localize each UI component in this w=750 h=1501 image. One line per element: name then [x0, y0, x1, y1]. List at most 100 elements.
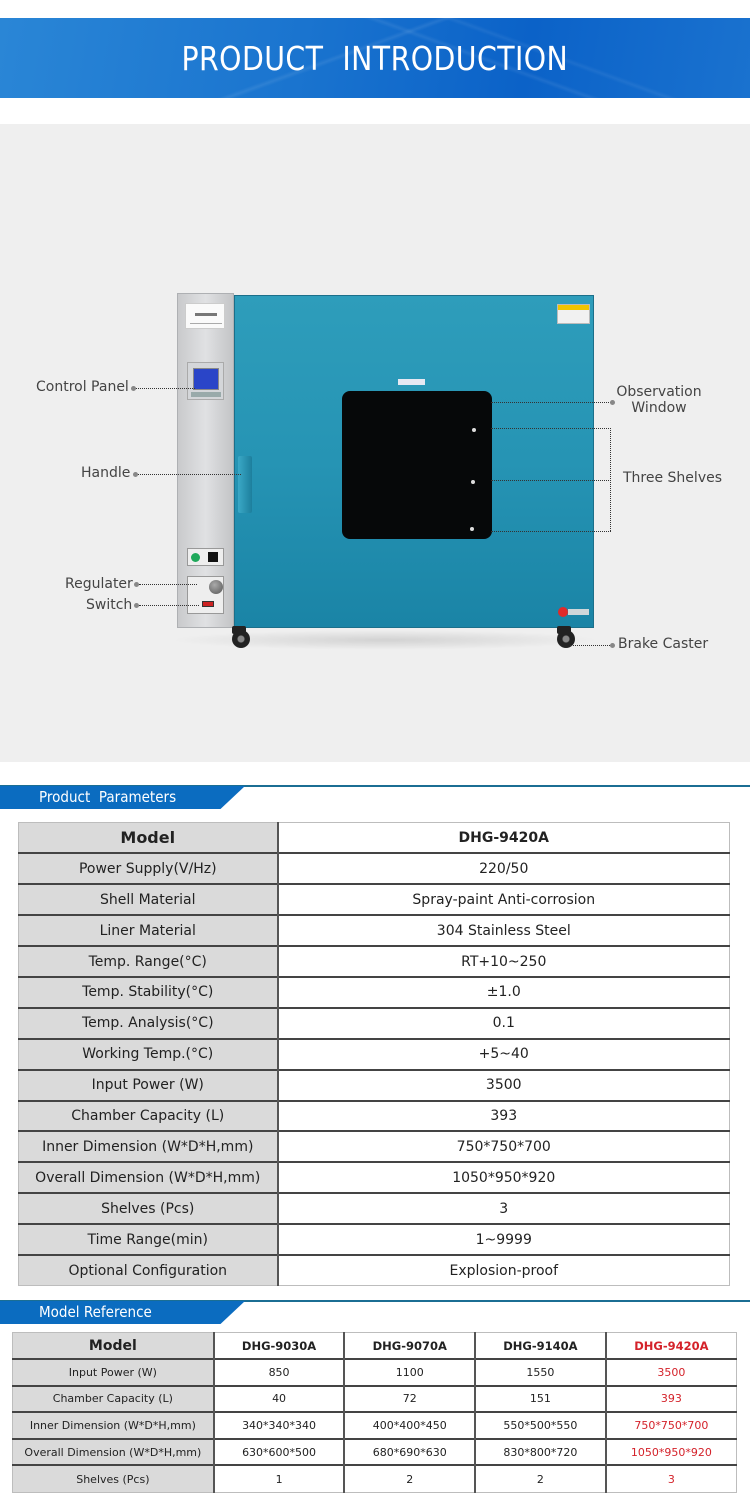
callout-dot — [610, 643, 615, 648]
brand-logo-icon — [558, 607, 568, 617]
header-label: Model — [11, 1332, 215, 1360]
param-label: Working Temp.(°C) — [18, 1037, 279, 1071]
param-value: 1050*950*920 — [277, 1161, 730, 1194]
leader-line — [491, 428, 611, 429]
param-label: Time Range(min) — [18, 1223, 279, 1256]
param-label: Temp. Analysis(°C) — [18, 1006, 279, 1040]
table-row: Chamber Capacity (L) 40 72 151 393 — [11, 1384, 737, 1413]
cell-value: 630*600*500 — [213, 1437, 346, 1466]
table-row: Shelves (Pcs)3 — [18, 1192, 730, 1225]
table-row: Temp. Analysis(°C)0.1 — [18, 1006, 730, 1040]
param-label: Optional Configuration — [18, 1253, 279, 1287]
leader-line — [491, 480, 611, 481]
cell-value: 2 — [474, 1464, 607, 1493]
model-column-header: DHG-9030A — [213, 1332, 346, 1360]
model-column-header: DHG-9070A — [343, 1332, 477, 1360]
callout-switch: Switch — [86, 597, 133, 613]
callout-dot — [131, 386, 136, 391]
table-row: Input Power (W)3500 — [18, 1068, 730, 1102]
section-title: Product Parameters — [39, 788, 177, 806]
leader-line — [139, 605, 199, 606]
table-row: Input Power (W) 850 1100 1550 3500 — [11, 1358, 737, 1387]
switch-indicator-icon — [202, 601, 214, 607]
table-row: Inner Dimension (W*D*H,mm) 340*340*340 4… — [11, 1411, 737, 1440]
param-value: 3 — [277, 1192, 730, 1225]
section-header-model-reference: Model Reference — [0, 1301, 245, 1324]
leader-line — [139, 584, 197, 585]
cell-value: 2 — [343, 1464, 477, 1493]
callout-dot — [134, 603, 139, 608]
callout-brake-caster: Brake Caster — [618, 636, 709, 652]
param-value: 304 Stainless Steel — [277, 914, 730, 947]
table-row: Time Range(min)1~9999 — [18, 1223, 730, 1256]
leader-line — [570, 645, 610, 646]
warning-label-icon — [557, 304, 590, 324]
param-value: RT+10~250 — [277, 945, 730, 978]
side-control-panel — [177, 293, 234, 628]
callout-dot — [134, 582, 139, 587]
param-value: 393 — [277, 1099, 730, 1132]
cell-value: 850 — [213, 1358, 346, 1387]
regulator-knob-icon — [209, 580, 223, 594]
table-row: Shelves (Pcs) 1 2 2 3 — [11, 1464, 737, 1493]
param-label: Temp. Range(°C) — [18, 945, 279, 978]
row-label: Inner Dimension (W*D*H,mm) — [11, 1411, 215, 1440]
bracket-line — [610, 428, 611, 531]
cell-value: 550*500*550 — [474, 1411, 607, 1440]
param-value: 750*750*700 — [277, 1130, 730, 1163]
cell-value: 680*690*630 — [343, 1437, 477, 1466]
param-value: 220/50 — [277, 852, 730, 885]
leader-line — [138, 474, 241, 475]
cell-value: 830*800*720 — [474, 1437, 607, 1466]
leader-line — [491, 402, 611, 403]
param-value: 0.1 — [277, 1006, 730, 1040]
shelf-marker — [470, 527, 474, 531]
callout-observation-line1: Observation — [616, 384, 702, 400]
callout-observation-window: Observation Window — [614, 384, 704, 416]
indicator-light-icon — [191, 553, 200, 562]
row-label: Overall Dimension (W*D*H,mm) — [11, 1437, 215, 1466]
cell-value: 151 — [474, 1384, 607, 1413]
model-column-header-highlighted: DHG-9420A — [605, 1332, 737, 1360]
cell-value: 1100 — [343, 1358, 477, 1387]
param-label: Power Supply(V/Hz) — [18, 852, 279, 885]
param-label: Temp. Stability(°C) — [18, 975, 279, 1009]
shelf-marker — [472, 428, 476, 432]
oven-shadow — [170, 630, 600, 650]
lcd-screen — [193, 368, 219, 390]
param-label: Overall Dimension (W*D*H,mm) — [18, 1161, 279, 1194]
callout-observation-line2: Window — [631, 400, 687, 416]
param-value: 1~9999 — [277, 1223, 730, 1256]
table-row: Power Supply(V/Hz)220/50 — [18, 852, 730, 885]
callout-three-shelves: Three Shelves — [623, 470, 723, 486]
shelf-marker — [471, 480, 475, 484]
table-row: Overall Dimension (W*D*H,mm) 630*600*500… — [11, 1437, 737, 1466]
callout-regulater: Regulater — [65, 576, 133, 592]
param-value: ±1.0 — [277, 975, 730, 1009]
parameters-table: Model DHG-9420A Power Supply(V/Hz)220/50… — [18, 822, 730, 1287]
table-row: Working Temp.(°C)+5~40 — [18, 1037, 730, 1071]
cell-value: 400*400*450 — [343, 1411, 477, 1440]
section-rule — [0, 785, 750, 787]
power-switch-box — [187, 548, 224, 566]
callout-dot — [133, 472, 138, 477]
callout-control-panel: Control Panel — [36, 379, 129, 395]
section-title: Model Reference — [39, 1303, 152, 1321]
oven-door — [234, 295, 594, 628]
observation-window — [342, 391, 492, 539]
param-value: 3500 — [277, 1068, 730, 1102]
callout-handle: Handle — [81, 465, 131, 481]
cell-value: 72 — [343, 1384, 477, 1413]
title-banner: PRODUCT INTRODUCTION — [0, 18, 750, 98]
table-row: Overall Dimension (W*D*H,mm)1050*950*920 — [18, 1161, 730, 1194]
banner-title: PRODUCT INTRODUCTION — [181, 38, 569, 78]
table-header-row: Model DHG-9030A DHG-9070A DHG-9140A DHG-… — [11, 1332, 737, 1360]
section-header-parameters: Product Parameters — [0, 786, 245, 809]
cell-value: 1550 — [474, 1358, 607, 1387]
rocker-switch-icon — [208, 552, 218, 562]
table-row: Inner Dimension (W*D*H,mm)750*750*700 — [18, 1130, 730, 1163]
window-tag — [398, 379, 425, 385]
